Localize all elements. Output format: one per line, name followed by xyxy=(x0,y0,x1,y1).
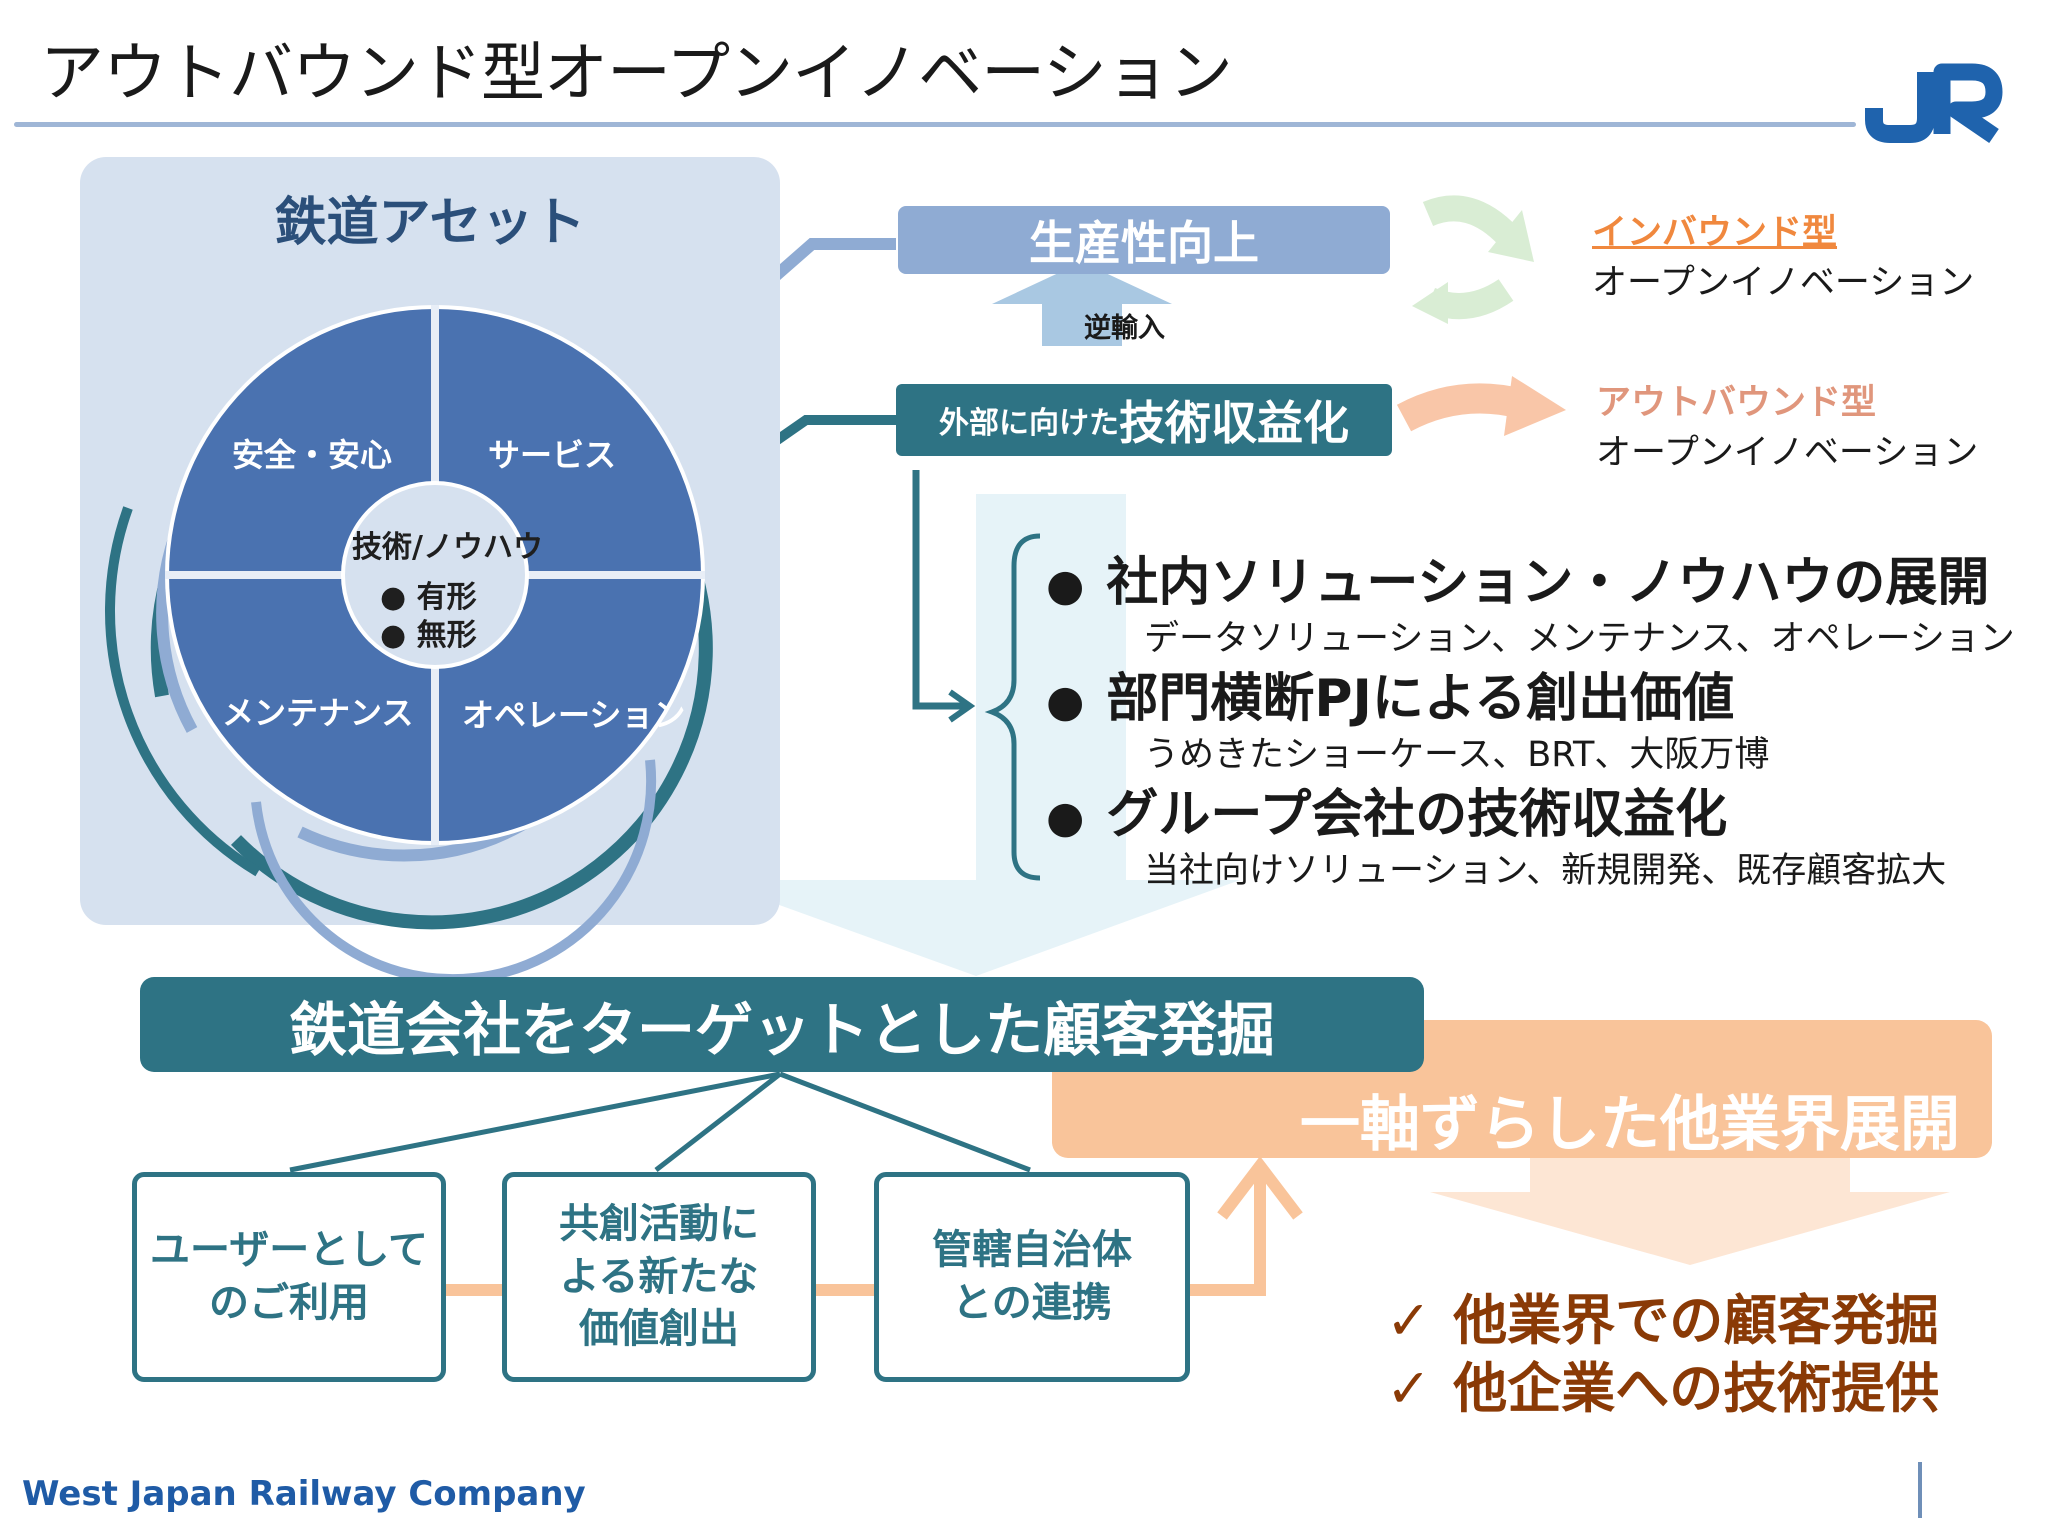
orange-down-arrow xyxy=(1430,1158,1950,1265)
tree-line-left xyxy=(289,1071,781,1173)
downward-flow-arrow xyxy=(710,494,1240,976)
box-connector-arrowhead xyxy=(1217,1156,1303,1220)
box-municipality: 管轄自治体との連携 xyxy=(874,1172,1190,1382)
check-item-2: ✓他企業への技術提供 xyxy=(1386,1357,1940,1420)
monetization-box: 外部に向けた技術収益化 xyxy=(896,384,1392,456)
center-circle xyxy=(341,481,529,669)
bullet-icon: ● xyxy=(1046,560,1085,611)
inbound-type: インバウンド型 xyxy=(1592,213,1838,253)
check-item-1: ✓他業界での顧客発掘 xyxy=(1386,1289,1940,1352)
quadrant-operation: オペレーション xyxy=(462,696,686,734)
bullet-2-sub: うめきたショーケース、BRT、大阪万博 xyxy=(1144,735,1770,775)
curly-brace xyxy=(984,533,1041,881)
center-item-tangible: ● 有形 xyxy=(380,580,477,615)
outbound-desc: オープンイノベーション xyxy=(1596,433,1979,473)
outbound-type: アウトバウンド型 xyxy=(1596,383,1877,423)
bullet-icon: ● xyxy=(380,618,407,653)
bullet-1-title: ●社内ソリューション・ノウハウの展開 xyxy=(1046,553,1990,613)
header-divider xyxy=(14,122,1856,127)
bullet-icon: ● xyxy=(1046,676,1085,727)
outbound-arrow xyxy=(1396,383,1526,432)
bullet-icon: ● xyxy=(1046,792,1085,843)
connector-arrowhead xyxy=(948,689,976,723)
box-user: ユーザーとしてのご利用 xyxy=(132,1172,446,1382)
asset-panel-title: 鉄道アセット xyxy=(274,193,586,253)
center-title: 技術/ノウハウ xyxy=(352,530,543,565)
productivity-label: 生産性向上 xyxy=(898,206,1390,274)
page-indicator-bar xyxy=(1918,1462,1922,1518)
check-icon: ✓ xyxy=(1386,1357,1432,1420)
bullet-3-title: ●グループ会社の技術収益化 xyxy=(1046,785,1728,845)
bullet-2-title: ●部門横断PJによる創出価値 xyxy=(1046,669,1735,729)
tree-line-center xyxy=(654,1072,782,1172)
company-name: West Japan Railway Company xyxy=(22,1474,586,1514)
reverse-import-arrow xyxy=(992,262,1172,346)
inbound-arrow-top xyxy=(1422,195,1518,246)
tree-line-right xyxy=(779,1071,1031,1173)
check-icon: ✓ xyxy=(1386,1289,1432,1352)
bullet-icon: ● xyxy=(380,580,407,615)
inbound-desc: オープンイノベーション xyxy=(1592,263,1975,303)
customer-discovery-banner: 鉄道会社をターゲットとした顧客発掘 xyxy=(140,977,1424,1072)
connector-bullets xyxy=(912,470,968,710)
box-cocreation: 共創活動による新たな価値創出 xyxy=(502,1172,816,1382)
bullet-3-sub: 当社向けソリューション、新規開発、既存顧客拡大 xyxy=(1144,851,1947,891)
quadrant-safety: 安全・安心 xyxy=(232,436,393,474)
center-item-intangible: ● 無形 xyxy=(380,618,477,653)
quadrant-maintenance: メンテナンス xyxy=(222,694,414,732)
quadrant-service: サービス xyxy=(488,436,617,474)
bullet-1-sub: データソリューション、メンテナンス、オペレーション xyxy=(1144,619,2015,659)
jr-logo: JR xyxy=(1865,63,2003,144)
page-title: アウトバウンド型オープンイノベーション xyxy=(40,37,1233,111)
reverse-import-label: 逆輸入 xyxy=(1084,313,1165,344)
orange-banner-label: 一軸ずらした他業界展開 xyxy=(1300,1090,1960,1160)
